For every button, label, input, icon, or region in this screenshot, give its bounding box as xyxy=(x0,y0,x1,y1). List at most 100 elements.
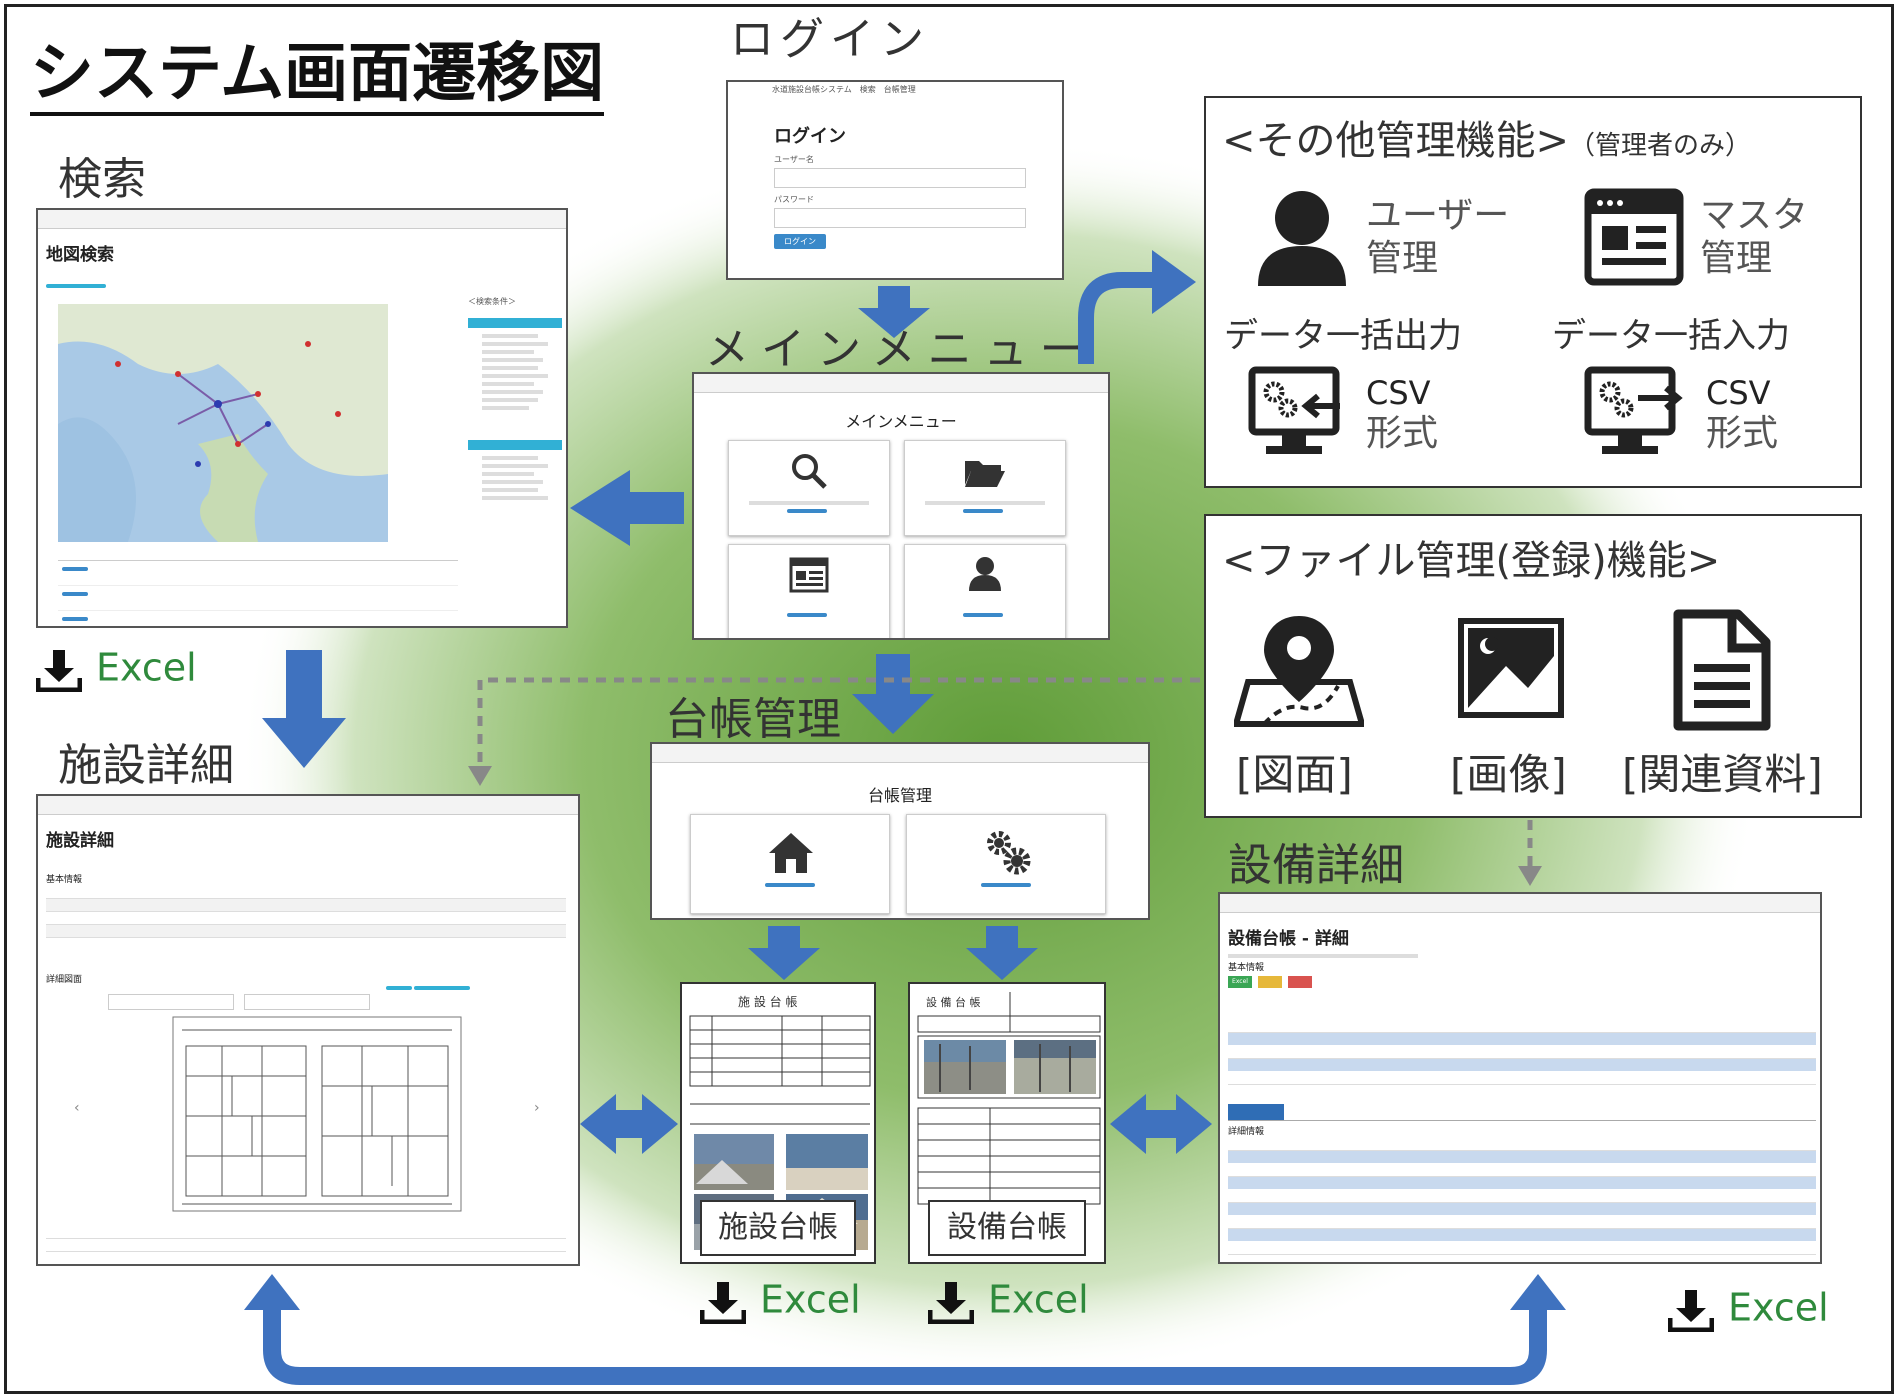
master-management-icon xyxy=(1584,188,1684,286)
download-icon xyxy=(1668,1290,1714,1332)
menu-ledger-button[interactable] xyxy=(963,509,1003,513)
search-top-button[interactable] xyxy=(46,284,106,288)
arrow-bottom-loop xyxy=(263,1304,1547,1385)
search-heading: 地図検索 xyxy=(46,245,114,265)
menu-card-master[interactable] xyxy=(728,544,890,638)
result-button[interactable] xyxy=(62,617,88,621)
drawing-label: [図面] xyxy=(1236,750,1353,799)
facility-ledger-button[interactable] xyxy=(765,883,815,887)
facility-drawing-title: 詳細図面 xyxy=(46,975,83,985)
menu-search-button[interactable] xyxy=(787,509,827,513)
equipment-ledger-sheet: 設 備 台 帳 xyxy=(917,992,1101,1205)
svg-text:設 備 台 帳: 設 備 台 帳 xyxy=(926,995,981,1009)
facility-equipment-table xyxy=(46,1226,566,1264)
result-button[interactable] xyxy=(62,592,88,596)
floor-plan-drawing xyxy=(172,1016,462,1212)
equipment-detail-heading: 設備台帳 - 詳細 xyxy=(1228,929,1349,949)
ledger-management-nav xyxy=(652,744,1148,763)
main-menu-screen: メインメニュー xyxy=(692,372,1110,640)
equipment-detail-excel-export[interactable]: Excel xyxy=(1668,1288,1829,1332)
folder-open-icon xyxy=(965,461,1005,487)
arrow-menu-to-other-functions xyxy=(1078,272,1158,364)
equipment-detail-screen: 設備台帳 - 詳細 基本情報 Excel 詳細情報 xyxy=(1218,892,1822,1264)
login-label: ログイン xyxy=(730,14,930,65)
login-password-field[interactable] xyxy=(774,208,1026,228)
facility-detail-nav xyxy=(38,796,578,815)
export-monitor-icon xyxy=(1248,366,1340,454)
download-icon xyxy=(928,1282,974,1324)
search-icon xyxy=(792,454,827,489)
download-icon xyxy=(700,1282,746,1324)
carousel-next-icon[interactable]: › xyxy=(534,1100,540,1116)
menu-master-button[interactable] xyxy=(787,613,827,617)
carousel-prev-icon[interactable]: ‹ xyxy=(74,1100,80,1116)
other-functions-title: <その他管理機能>（管理者のみ） xyxy=(1222,118,1752,164)
user-icon xyxy=(969,557,1001,591)
map-pin-icon xyxy=(1234,616,1364,727)
master-management-label: マスタ管理 xyxy=(1700,195,1809,280)
search-side-panel-title: ＜検索条件＞ xyxy=(468,297,516,306)
equipment-detail-table xyxy=(1228,1138,1816,1255)
image-icon xyxy=(1458,618,1564,718)
gears-icon xyxy=(987,831,1031,875)
login-user-label: ユーザー名 xyxy=(774,155,814,164)
document-icon xyxy=(1673,609,1771,731)
menu-card-ledger[interactable] xyxy=(904,440,1066,536)
map-view[interactable] xyxy=(58,304,388,542)
excel-green-button[interactable]: Excel xyxy=(1228,976,1252,988)
result-button[interactable] xyxy=(62,567,88,571)
arrow-search-to-facility-detail xyxy=(262,650,346,768)
search-side-panel xyxy=(468,310,562,600)
facility-detail-heading: 施設詳細 xyxy=(46,831,114,851)
tab-active[interactable] xyxy=(1228,1104,1284,1120)
facility-drawing-input[interactable] xyxy=(108,994,234,1010)
ledger-management-label: 台帳管理 xyxy=(665,694,841,745)
login-button[interactable]: ログイン xyxy=(774,234,826,249)
search-label: 検索 xyxy=(58,154,146,205)
facility-drawing-button[interactable] xyxy=(386,986,412,990)
equipment-detail-nav xyxy=(1220,894,1820,913)
arrow-login-to-menu xyxy=(858,286,930,338)
arrow-ledger-to-equipment-ledger xyxy=(966,926,1038,980)
facility-drawing-input-2[interactable] xyxy=(244,994,370,1010)
login-user-field[interactable] xyxy=(774,168,1026,188)
login-heading: ログイン xyxy=(774,126,846,147)
equipment-ledger-card[interactable] xyxy=(906,814,1106,914)
menu-card-search[interactable] xyxy=(728,440,890,536)
menu-card-user[interactable] xyxy=(904,544,1066,638)
facility-ledger-excel-export[interactable]: Excel xyxy=(700,1280,861,1324)
import-monitor-icon xyxy=(1584,366,1683,454)
arrow-detail-facility-ledger-bidir xyxy=(580,1094,678,1154)
facility-drawing-button-2[interactable] xyxy=(414,986,470,990)
arrow-menu-to-search xyxy=(570,470,684,546)
equipment-detail-info-title: 詳細情報 xyxy=(1228,1127,1265,1137)
equipment-ledger-excel-export[interactable]: Excel xyxy=(928,1280,1089,1324)
user-management-label: ユーザー管理 xyxy=(1366,195,1510,280)
master-window-icon xyxy=(789,557,829,593)
search-result-list xyxy=(58,548,458,626)
arrow-equipment-ledger-detail-bidir xyxy=(1110,1094,1212,1154)
related-docs-label: [関連資料] xyxy=(1622,750,1823,799)
delete-red-button[interactable] xyxy=(1288,976,1312,988)
equipment-ledger-document: 設 備 台 帳 設備台帳 xyxy=(908,982,1106,1264)
ledger-management-screen: 台帳管理 xyxy=(650,742,1150,920)
search-excel-export[interactable]: Excel xyxy=(36,648,197,692)
equipment-ledger-label: 設備台帳 xyxy=(928,1200,1086,1256)
facility-ledger-card[interactable] xyxy=(690,814,890,914)
bulk-export-label: データ一括出力 xyxy=(1224,316,1462,356)
login-screen: 水道施設台帳システム 検索 台帳管理 ログイン ユーザー名 パスワード ログイン xyxy=(726,80,1064,280)
equipment-ledger-button[interactable] xyxy=(981,883,1031,887)
house-icon xyxy=(769,833,813,873)
download-icon xyxy=(36,650,82,692)
search-nav xyxy=(38,210,566,229)
login-password-label: パスワード xyxy=(774,195,814,204)
diagram-frame xyxy=(4,4,1894,1394)
image-label: [画像] xyxy=(1450,750,1567,799)
login-nav: 水道施設台帳システム 検索 台帳管理 xyxy=(728,82,1062,100)
menu-user-button[interactable] xyxy=(963,613,1003,617)
equipment-detail-label: 設備詳細 xyxy=(1228,840,1404,891)
equipment-basic-info-title: 基本情報 xyxy=(1228,963,1265,973)
edit-yellow-button[interactable] xyxy=(1258,976,1282,988)
